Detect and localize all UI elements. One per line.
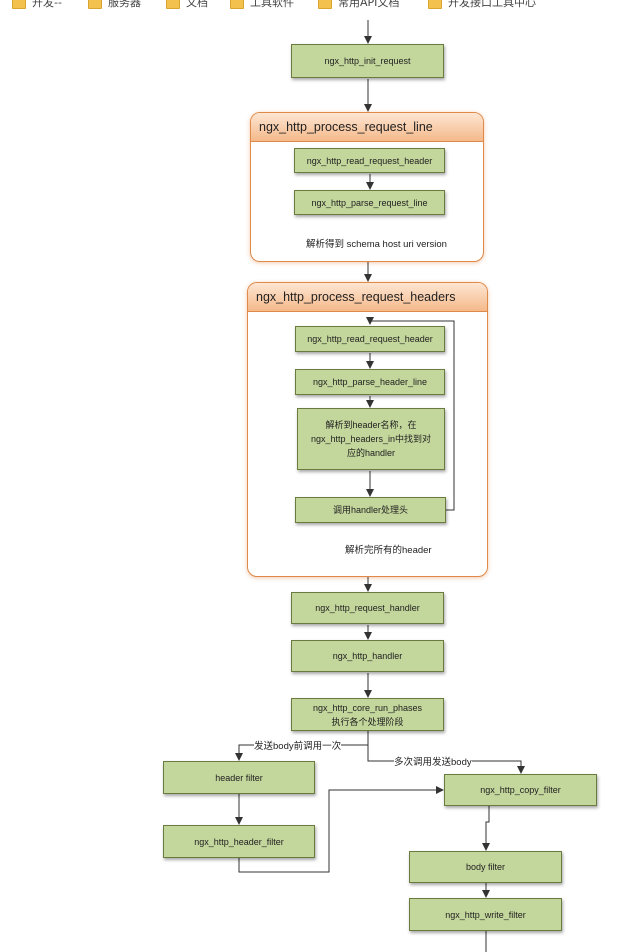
node-core-run-phases: ngx_http_core_run_phases 执行各个处理阶段 [291,698,444,731]
group-title: ngx_http_process_request_line [251,113,483,142]
node-http-handler: ngx_http_handler [291,640,444,672]
arrow-http-header-filter-to-copy-filter [238,786,444,873]
node-copy-filter: ngx_http_copy_filter [444,774,597,806]
node-request-handler: ngx_http_request_handler [291,592,444,624]
node-find-handler: 解析到header名称，在 ngx_http_headers_in中找到对 应的… [297,408,445,470]
node-read-request-header: ngx_http_read_request_header [294,148,445,173]
node-http-header-filter: ngx_http_header_filter [163,825,315,858]
note-request-line-result: 解析得到 schema host uri version [306,239,447,250]
note-headers-done: 解析完所有的header [345,545,432,556]
bookmark-item[interactable]: 服务器 [88,0,141,10]
folder-icon [230,0,244,9]
folder-icon [88,0,102,9]
bookmark-item[interactable]: 常用API文档 [318,0,399,10]
folder-icon [166,0,180,9]
node-parse-request-line: ngx_http_parse_request_line [294,190,445,215]
folder-icon [12,0,26,9]
note-send-body-many: 多次调用发送body [394,754,472,768]
group-title: ngx_http_process_request_headers [248,283,487,312]
bookmark-item[interactable]: 文档 [166,0,208,10]
bookmark-item[interactable]: 工具软件 [230,0,294,10]
group-process-request-line: ngx_http_process_request_line [250,112,484,262]
loop-back-line [366,317,455,511]
node-parse-header-line: ngx_http_parse_header_line [295,369,445,395]
node-read-request-header-2: ngx_http_read_request_header [295,326,445,352]
node-body-filter: body filter [409,851,562,883]
arrow-copy-filter-to-body-filter [482,806,490,851]
bookmarks-bar: 开发-- 服务器 文档 工具软件 常用API文档 开发接口工具中心 [0,0,638,10]
node-header-filter: header filter [163,761,315,794]
node-write-filter: ngx_http_write_filter [409,898,562,931]
bookmark-item[interactable]: 开发接口工具中心 [428,0,536,10]
note-send-body-once: 发送body前调用一次 [254,738,342,752]
node-call-handler: 调用handler处理头 [295,497,446,523]
bookmark-item[interactable]: 开发-- [12,0,62,10]
folder-icon [428,0,442,9]
node-init-request: ngx_http_init_request [291,44,444,78]
folder-icon [318,0,332,9]
